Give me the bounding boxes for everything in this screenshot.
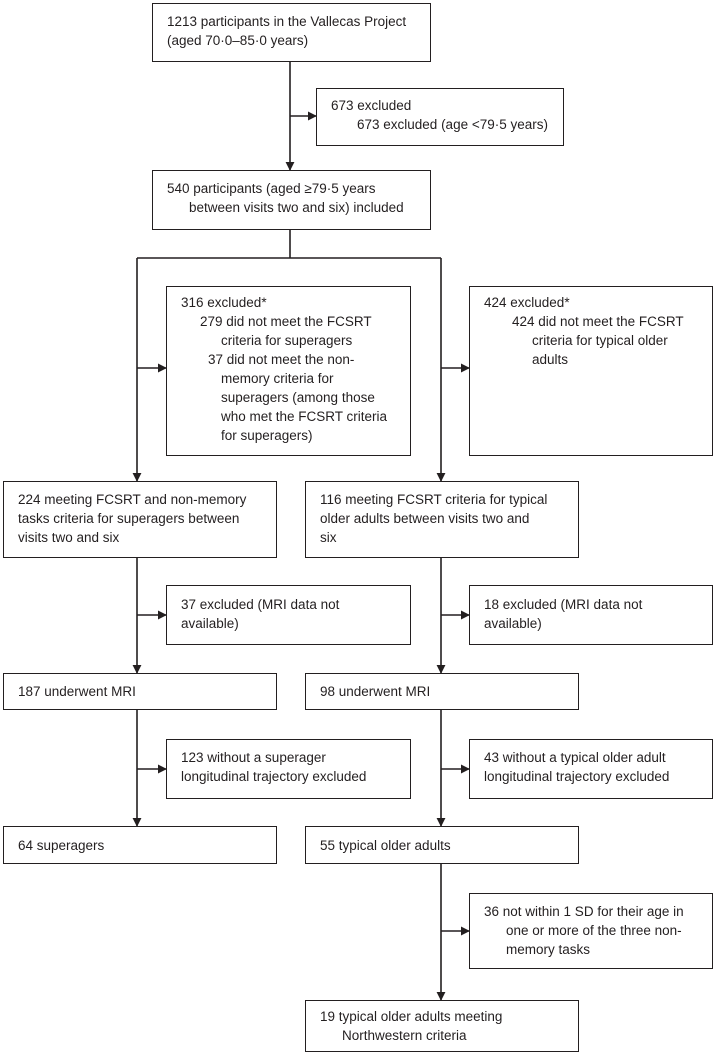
box-final-typical: 55 typical older adults — [305, 826, 579, 864]
box-text: 224 meeting FCSRT and non-memory — [18, 492, 247, 507]
box-text: criteria for typical older — [532, 333, 668, 348]
box-excluded-superagers: 316 excluded* 279 did not meet the FCSRT… — [166, 286, 411, 456]
box-text: 36 not within 1 SD for their age in — [484, 904, 684, 919]
box-text: 64 superagers — [18, 838, 105, 853]
box-text: 123 without a superager — [181, 750, 326, 765]
box-text: 540 participants (aged ≥79·5 years — [167, 181, 376, 196]
box-text: available) — [484, 616, 542, 631]
box-final-superagers: 64 superagers — [3, 826, 277, 864]
box-text: memory criteria for — [221, 371, 334, 386]
box-text: Northwestern criteria — [342, 1028, 467, 1043]
box-text: 1213 participants in the Vallecas Projec… — [167, 14, 407, 29]
box-mri-superagers: 187 underwent MRI — [3, 673, 277, 710]
box-text: between visits two and six) included — [189, 200, 404, 215]
box-text: 424 did not meet the FCSRT — [512, 314, 684, 329]
box-text: 673 excluded (age <79·5 years) — [357, 117, 548, 132]
box-text: 37 excluded (MRI data not — [181, 597, 340, 612]
box-text: adults — [532, 352, 569, 367]
box-trajectory-excluded-typical: 43 without a typical older adult longitu… — [469, 739, 713, 799]
box-text: 98 underwent MRI — [320, 684, 431, 699]
box-text: 116 meeting FCSRT criteria for typical — [320, 492, 548, 507]
box-mri-typical: 98 underwent MRI — [305, 673, 579, 710]
box-text: for superagers) — [221, 428, 313, 443]
box-text: six — [320, 530, 337, 545]
box-sd-excluded: 36 not within 1 SD for their age in one … — [469, 893, 713, 969]
box-text: (aged 70·0–85·0 years) — [167, 33, 309, 48]
box-title: 316 excluded* — [181, 295, 267, 310]
box-trajectory-excluded-superagers: 123 without a superager longitudinal tra… — [166, 739, 411, 799]
box-text: 279 did not meet the FCSRT — [200, 314, 372, 329]
box-text: 18 excluded (MRI data not — [484, 597, 643, 612]
box-text: 187 underwent MRI — [18, 684, 136, 699]
box-text: 19 typical older adults meeting — [320, 1009, 503, 1024]
box-text: 43 without a typical older adult — [484, 750, 666, 765]
box-meeting-typical: 116 meeting FCSRT criteria for typical o… — [305, 481, 579, 558]
box-title: 673 excluded — [331, 98, 412, 113]
box-text: tasks criteria for superagers between — [18, 511, 240, 526]
box-text: memory tasks — [506, 942, 591, 957]
box-participants: 1213 participants in the Vallecas Projec… — [152, 3, 431, 62]
box-mri-excluded-typical: 18 excluded (MRI data not available) — [469, 585, 713, 645]
box-excluded-age: 673 excluded 673 excluded (age <79·5 yea… — [316, 88, 564, 146]
box-text: visits two and six — [18, 530, 120, 545]
box-excluded-typical: 424 excluded* 424 did not meet the FCSRT… — [469, 286, 713, 456]
box-text: available) — [181, 616, 239, 631]
box-text: 55 typical older adults — [320, 838, 451, 853]
box-text: longitudinal trajectory excluded — [181, 769, 367, 784]
box-northwestern: 19 typical older adults meeting Northwes… — [305, 1000, 579, 1052]
box-meeting-superagers: 224 meeting FCSRT and non-memory tasks c… — [3, 481, 277, 558]
box-text: longitudinal trajectory excluded — [484, 769, 670, 784]
box-included: 540 participants (aged ≥79·5 years betwe… — [152, 170, 431, 230]
box-text: one or more of the three non- — [506, 923, 682, 938]
box-text: criteria for superagers — [221, 333, 353, 348]
box-mri-excluded-superagers: 37 excluded (MRI data not available) — [166, 585, 411, 645]
box-text: 37 did not meet the non- — [208, 352, 355, 367]
box-text: who met the FCSRT criteria — [221, 409, 388, 424]
box-title: 424 excluded* — [484, 295, 570, 310]
box-text: superagers (among those — [221, 390, 375, 405]
box-text: older adults between visits two and — [320, 511, 530, 526]
